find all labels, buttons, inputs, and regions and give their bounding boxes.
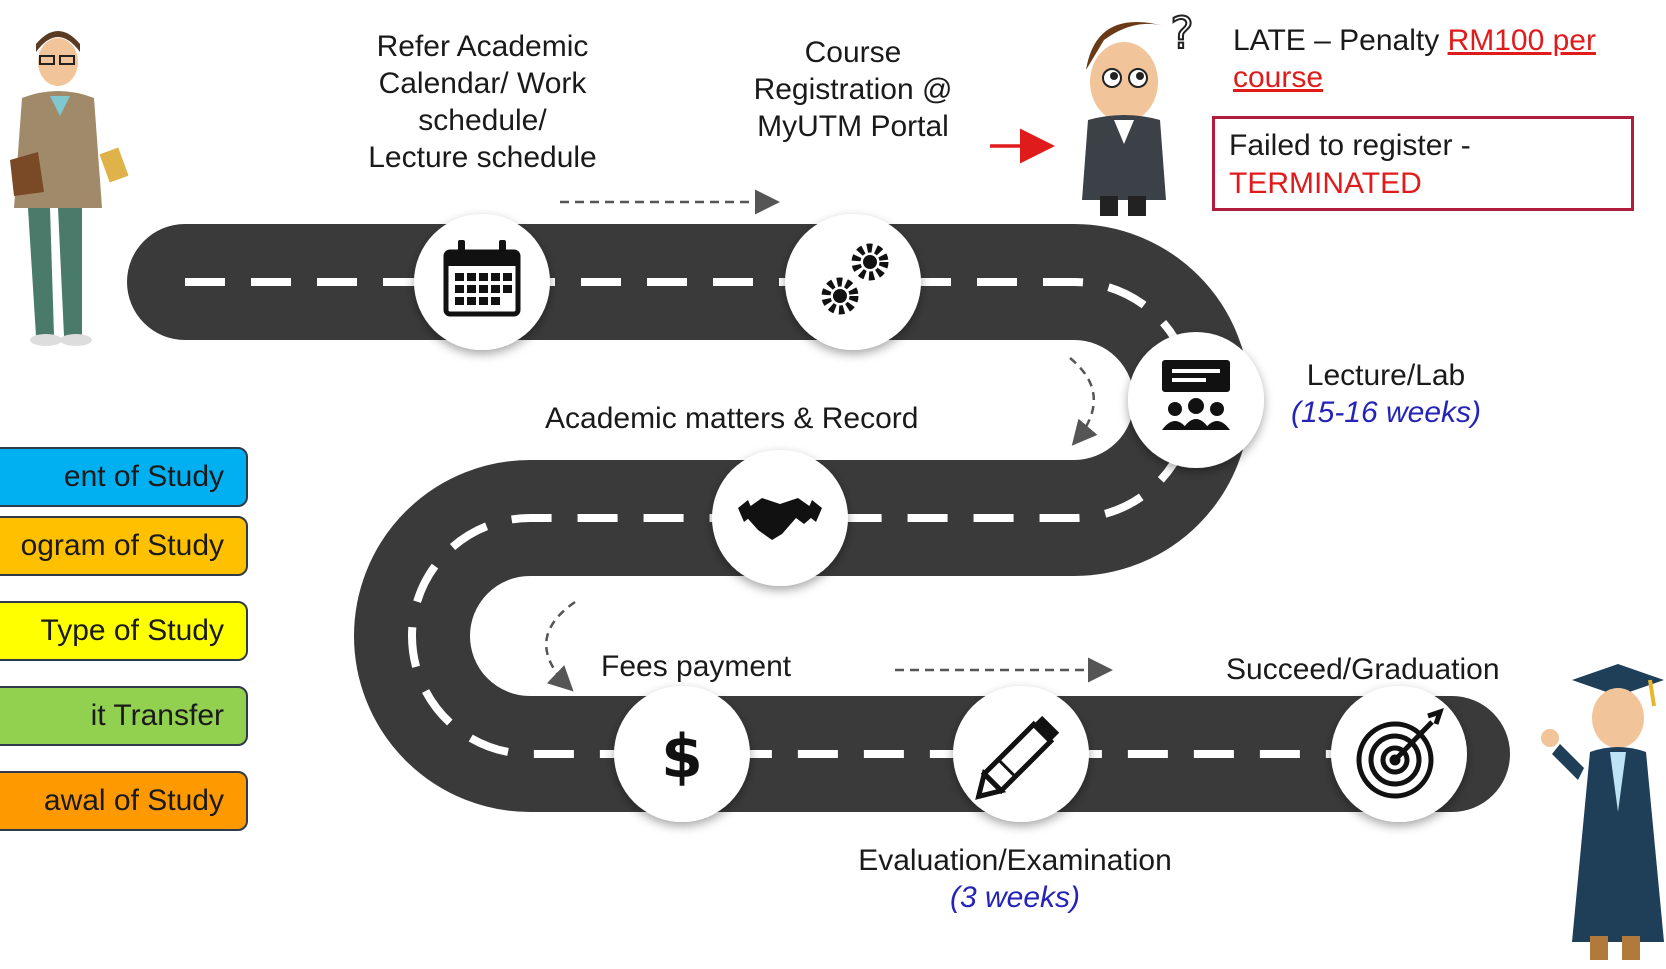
terminated-text: TERMINATED — [1229, 167, 1422, 200]
pencil-icon — [975, 715, 1060, 800]
graduate-figure — [1541, 664, 1664, 960]
side-button-1[interactable]: ent of Study — [0, 447, 248, 507]
fees-label: Fees payment — [601, 650, 792, 683]
lecture-duration: (15-16 weeks) — [1290, 396, 1482, 429]
arrow-academic-to-fees — [544, 600, 576, 692]
late-penalty-unit: course — [1233, 61, 1324, 94]
calendar-step — [414, 214, 550, 350]
refer-label: Refer Academic Calendar/ Work schedule/ … — [368, 30, 597, 174]
fees-step — [614, 686, 750, 822]
side-button-3[interactable]: Type of Study — [0, 601, 248, 661]
evaluation-duration: (3 weeks) — [949, 881, 1081, 914]
side-button-5[interactable]: awal of Study — [0, 771, 248, 831]
academic-label: Academic matters & Record — [545, 402, 919, 435]
graduation-label: Succeed/Graduation — [1226, 653, 1500, 686]
failed-registration-box: Failed to register - TERMINATED — [1212, 116, 1634, 211]
calendar-icon — [443, 240, 521, 317]
target-icon — [1356, 708, 1444, 799]
evaluation-label: Evaluation/Examination (3 weeks) — [830, 842, 1200, 916]
late-penalty-amount: RM100 per — [1447, 24, 1596, 57]
student-figure — [10, 31, 129, 346]
dollar-icon: $ — [661, 722, 703, 792]
side-button-4[interactable]: it Transfer — [0, 686, 248, 746]
registration-label: Course Registration @ MyUTM Portal — [753, 36, 953, 143]
side-button-2[interactable]: ogram of Study — [0, 516, 248, 576]
failed-register-text: Failed to register - — [1229, 129, 1471, 162]
arrow-lecture-to-academic — [1069, 357, 1098, 446]
lecture-label: Lecture/Lab (15-16 weeks) — [1286, 357, 1486, 431]
thinking-man-figure: ? — [1082, 7, 1195, 216]
presentation-icon — [1162, 360, 1230, 430]
late-warning: LATE – Penalty RM100 per course — [1233, 24, 1596, 94]
evaluation-step — [953, 686, 1089, 822]
registration-step — [785, 214, 921, 350]
svg-text:?: ? — [1170, 8, 1193, 59]
handshake-icon — [738, 498, 822, 540]
gears-icon — [821, 243, 889, 315]
